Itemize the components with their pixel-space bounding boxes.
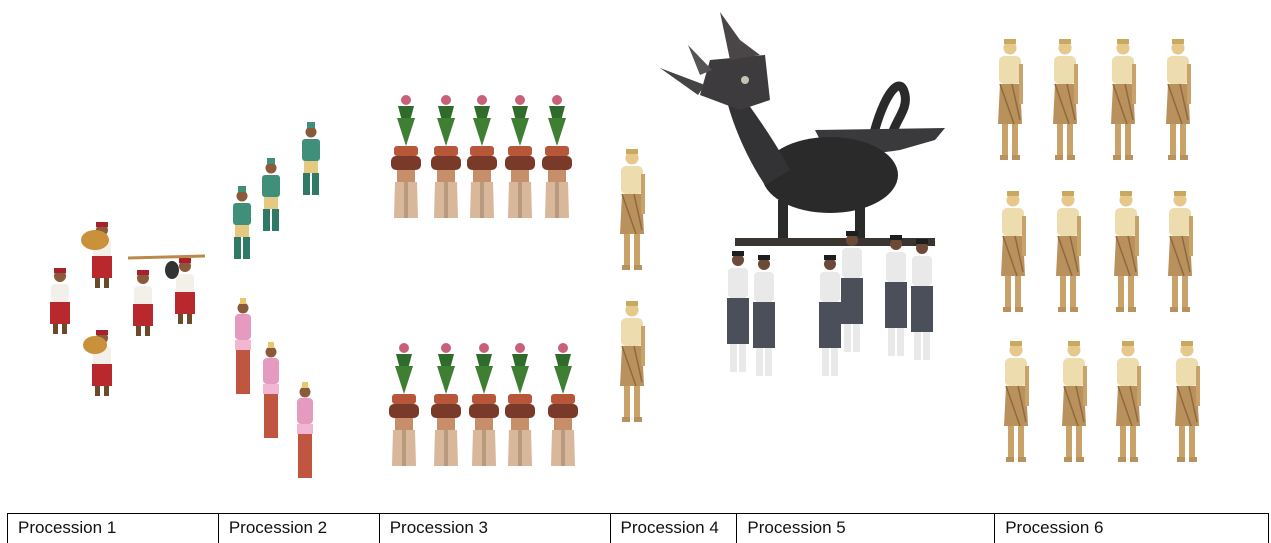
procession-1-label: Procession 1 xyxy=(8,514,219,543)
procession-6-label: Procession 6 xyxy=(995,514,1269,543)
procession-6-group xyxy=(997,38,1201,463)
procession-5-label: Procession 5 xyxy=(737,514,996,543)
carriers-group xyxy=(727,231,933,376)
procession-6-figure xyxy=(997,38,1024,161)
procession-6-figure xyxy=(1110,38,1137,161)
drum-icon xyxy=(83,336,107,354)
procession-6-figure xyxy=(1000,190,1027,313)
procession-scene xyxy=(50,12,1201,478)
procession-6-figure xyxy=(1003,340,1030,463)
drum-icon xyxy=(81,230,109,250)
procession-2-green-figure xyxy=(302,122,320,195)
procession-3-figure xyxy=(467,95,497,218)
procession-3-group xyxy=(389,95,578,466)
procession-4-figure xyxy=(619,300,646,423)
procession-3-figure xyxy=(469,343,499,466)
procession-2-pink-figure xyxy=(297,382,313,478)
procession-3-figure xyxy=(542,95,572,218)
procession-5-carrier xyxy=(819,255,841,376)
procession-5-group xyxy=(660,12,945,376)
procession-3-figure xyxy=(431,95,461,218)
procession-2-pink-figure xyxy=(235,298,251,394)
procession-6-figure xyxy=(1052,38,1079,161)
procession-6-figure xyxy=(1061,340,1088,463)
procession-6-figure xyxy=(1167,190,1194,313)
procession-1-figure xyxy=(50,268,70,334)
procession-2-pink-figure xyxy=(263,342,279,438)
procession-1-group xyxy=(50,222,206,396)
procession-6-figure xyxy=(1055,190,1082,313)
procession-2-green-figure xyxy=(262,158,280,231)
procession-3-figure xyxy=(391,95,421,218)
procession-6-figure xyxy=(1115,340,1142,463)
procession-5-carrier xyxy=(885,235,907,356)
procession-5-carrier xyxy=(841,231,863,352)
procession-2-group xyxy=(233,122,320,478)
carrying-pole xyxy=(127,254,206,260)
procession-3-figure xyxy=(431,343,461,466)
procession-3-figure xyxy=(548,343,578,466)
procession-3-figure xyxy=(389,343,419,466)
procession-label-table: Procession 1 Procession 2 Procession 3 P… xyxy=(7,513,1269,543)
procession-6-figure xyxy=(1174,340,1201,463)
procession-4-figure xyxy=(619,148,646,271)
gong-icon xyxy=(165,261,179,279)
procession-5-carrier xyxy=(911,239,933,360)
procession-1-figure xyxy=(133,270,153,336)
procession-3-label: Procession 3 xyxy=(380,514,611,543)
procession-2-label: Procession 2 xyxy=(219,514,380,543)
procession-2-green-figure xyxy=(233,186,251,259)
procession-5-carrier xyxy=(753,255,775,376)
procession-4-group xyxy=(619,148,646,423)
winged-creature-effigy xyxy=(660,12,945,246)
procession-6-figure xyxy=(1113,190,1140,313)
procession-6-figure xyxy=(1165,38,1192,161)
procession-3-figure xyxy=(505,95,535,218)
procession-3-figure xyxy=(505,343,535,466)
procession-5-carrier xyxy=(727,251,749,372)
procession-4-label: Procession 4 xyxy=(611,514,738,543)
